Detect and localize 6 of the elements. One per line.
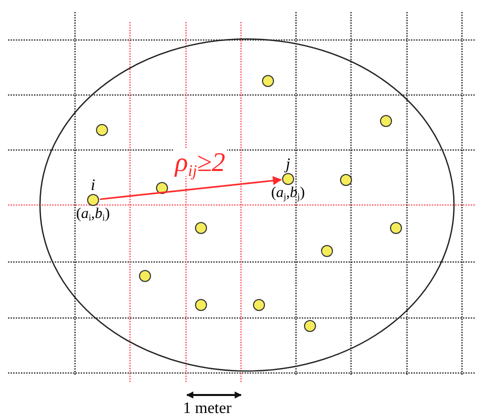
arrow: [100, 176, 282, 200]
point-label: i: [90, 178, 96, 194]
point-label: j: [286, 157, 290, 173]
coordinate-label: (a$_{i}$,b$_{i}$): [76, 206, 110, 222]
coordinate-label: (a$_{j}$,b$_{j}$): [271, 185, 305, 201]
dimension-label: 1 meter: [183, 401, 232, 417]
